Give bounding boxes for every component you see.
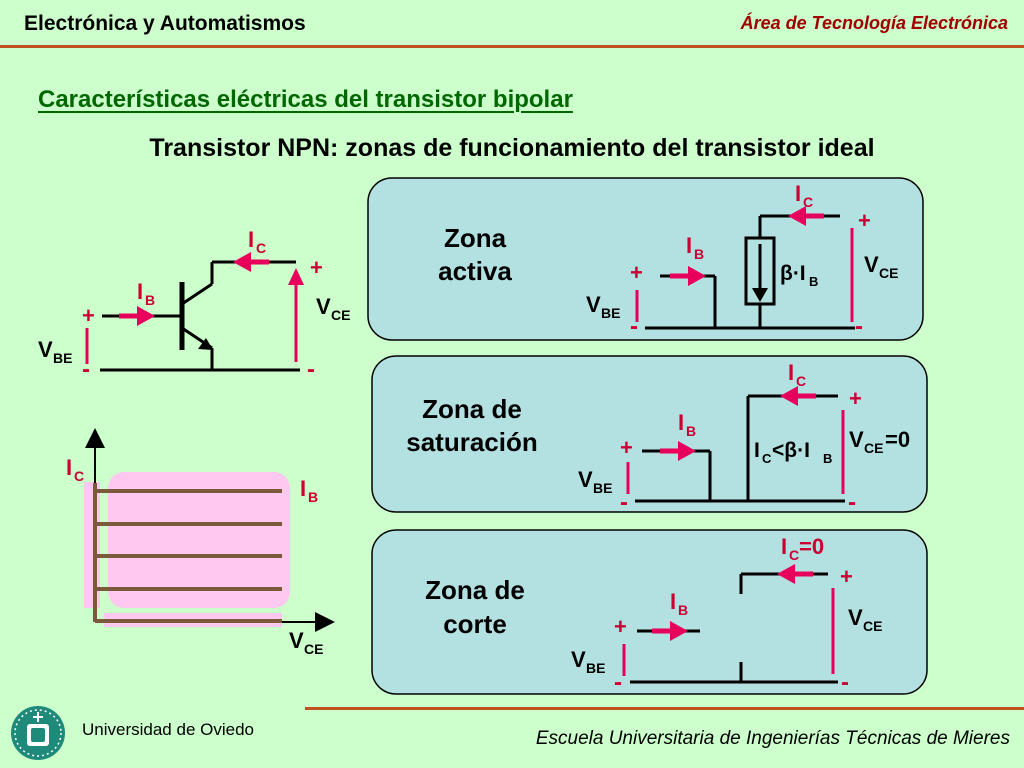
footer-divider xyxy=(305,707,1024,710)
svg-text:-: - xyxy=(620,489,628,516)
svg-text:BE: BE xyxy=(593,480,612,496)
university-name: Universidad de Oviedo xyxy=(82,720,254,739)
svg-text:V: V xyxy=(316,294,331,319)
svg-text:β·I: β·I xyxy=(780,262,806,285)
svg-text:V: V xyxy=(578,467,593,492)
svg-text:Zona de: Zona de xyxy=(422,394,522,424)
output-characteristics-graph: I C I B V CE xyxy=(66,428,335,657)
university-seal-icon xyxy=(11,706,65,760)
svg-text:B: B xyxy=(678,602,688,618)
svg-text:C: C xyxy=(762,451,772,466)
svg-text:CE: CE xyxy=(864,440,883,456)
svg-text:B: B xyxy=(823,451,832,466)
svg-text:activa: activa xyxy=(438,256,512,286)
header-divider xyxy=(0,45,1024,48)
svg-text:C: C xyxy=(796,373,806,389)
svg-text:Zona: Zona xyxy=(444,223,507,253)
svg-text:I: I xyxy=(754,439,760,462)
svg-text:B: B xyxy=(308,489,318,505)
active-zone-panel: Zona activa I C I B β·I B + V BE - + V C… xyxy=(367,177,924,341)
svg-text:B: B xyxy=(809,274,818,289)
svg-text:-: - xyxy=(630,313,638,340)
svg-text:I: I xyxy=(66,455,72,480)
svg-text:-: - xyxy=(841,669,849,696)
svg-text:CE: CE xyxy=(304,641,323,657)
svg-text:-: - xyxy=(614,669,622,696)
npn-transistor-circuit xyxy=(85,252,304,372)
svg-text:-: - xyxy=(307,356,315,383)
svg-text:I: I xyxy=(795,181,801,206)
svg-text:+: + xyxy=(630,260,643,285)
svg-text:+: + xyxy=(858,208,871,233)
svg-text:V: V xyxy=(864,252,879,277)
svg-text:V: V xyxy=(849,427,864,452)
svg-text:corte: corte xyxy=(443,609,507,639)
course-title: Electrónica y Automatismos xyxy=(24,12,306,35)
svg-text:I: I xyxy=(781,534,787,559)
svg-text:C: C xyxy=(803,194,813,210)
svg-text:=0: =0 xyxy=(885,427,910,452)
svg-text:I: I xyxy=(248,227,254,252)
svg-text:B: B xyxy=(686,423,696,439)
svg-text:BE: BE xyxy=(53,350,72,366)
svg-text:V: V xyxy=(571,647,586,672)
svg-text:I: I xyxy=(686,233,692,258)
school-name: Escuela Universitaria de Ingenierías Téc… xyxy=(535,728,1010,749)
slide-subtitle: Transistor NPN: zonas de funcionamiento … xyxy=(149,134,875,162)
svg-text:BE: BE xyxy=(586,660,605,676)
circuit-labels: I C I B + V BE - + V CE - xyxy=(38,227,350,383)
svg-text:C: C xyxy=(789,547,799,563)
svg-text:I: I xyxy=(137,279,143,304)
svg-text:-: - xyxy=(848,489,856,516)
svg-text:+: + xyxy=(849,386,862,411)
svg-text:CE: CE xyxy=(863,618,882,634)
svg-text:-: - xyxy=(855,313,863,340)
svg-text:C: C xyxy=(74,468,84,484)
svg-text:saturación: saturación xyxy=(406,427,538,457)
svg-text:I: I xyxy=(788,360,794,385)
svg-text:+: + xyxy=(614,614,627,639)
svg-text:I: I xyxy=(300,476,306,501)
saturation-zone-panel: Zona de saturación I C I B I C <β·I B + … xyxy=(371,355,928,516)
svg-text:V: V xyxy=(586,292,601,317)
svg-text:+: + xyxy=(82,303,95,328)
svg-text:I: I xyxy=(678,410,684,435)
svg-text:C: C xyxy=(256,240,266,256)
svg-text:B: B xyxy=(694,246,704,262)
slide-title: Características eléctricas del transisto… xyxy=(38,86,573,113)
svg-text:Zona de: Zona de xyxy=(425,575,525,605)
svg-text:+: + xyxy=(620,435,633,460)
svg-text:<β·I: <β·I xyxy=(772,439,810,462)
svg-text:I: I xyxy=(670,589,676,614)
svg-text:-: - xyxy=(82,356,90,383)
svg-text:+: + xyxy=(840,564,853,589)
svg-text:CE: CE xyxy=(879,265,898,281)
area-title: Área de Tecnología Electrónica xyxy=(740,13,1008,33)
svg-text:CE: CE xyxy=(331,307,350,323)
svg-text:V: V xyxy=(848,605,863,630)
svg-text:V: V xyxy=(38,337,53,362)
svg-text:V: V xyxy=(289,628,304,653)
svg-text:BE: BE xyxy=(601,305,620,321)
svg-text:+: + xyxy=(310,255,323,280)
svg-text:=0: =0 xyxy=(799,534,824,559)
cutoff-zone-panel: Zona de corte I C =0 I B + V BE - + V CE… xyxy=(371,529,928,696)
svg-text:B: B xyxy=(145,292,155,308)
